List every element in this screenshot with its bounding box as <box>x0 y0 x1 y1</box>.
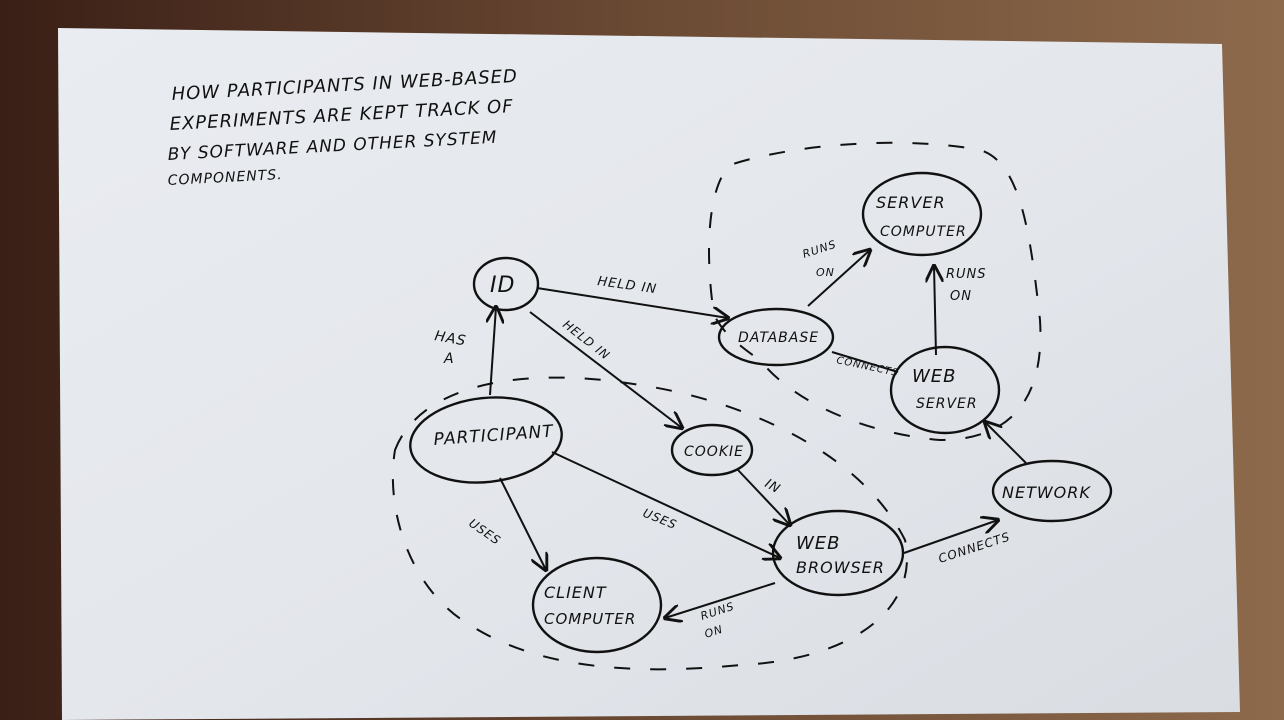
node-server-computer <box>861 171 983 257</box>
node-label-web-browser-1: WEB <box>796 533 841 554</box>
edge-browser-network <box>903 520 998 554</box>
node-label-web-server-1: WEB <box>912 366 957 387</box>
node-web-server <box>889 345 1001 435</box>
node-label-web-server-2: SERVER <box>916 396 978 412</box>
node-label-cookie: COOKIE <box>684 444 744 460</box>
edge-label-a: A <box>443 351 455 367</box>
edge-id-cookie <box>529 311 682 428</box>
node-label-web-browser-2: BROWSER <box>796 558 885 577</box>
node-label-id: ID <box>490 273 515 298</box>
node-participant <box>409 396 563 484</box>
paper-sheet <box>58 28 1240 720</box>
node-label-server-computer-2: COMPUTER <box>880 224 967 240</box>
edge-participant-browser <box>551 451 780 558</box>
edge-browser-client <box>665 582 776 618</box>
edges <box>490 250 1027 618</box>
node-label-client-computer-2: COMPUTER <box>544 610 636 628</box>
node-network <box>991 459 1113 523</box>
edge-label-in: IN <box>762 476 783 497</box>
edge-database-server-computer <box>807 250 870 307</box>
edge-participant-client <box>499 477 546 570</box>
edge-label-on-webserver: ON <box>950 289 972 304</box>
node-id <box>472 256 540 312</box>
node-client-computer <box>531 556 663 654</box>
nodes <box>409 171 1113 654</box>
node-database <box>717 307 835 367</box>
node-labels: ID PARTICIPANT COOKIE DATABASE SERVER CO… <box>433 193 1091 628</box>
edge-label-on-database: ON <box>816 266 835 279</box>
node-label-server-computer-1: SERVER <box>876 193 946 212</box>
edge-label-runs-webserver: RUNS <box>946 267 987 282</box>
edge-database-webserver <box>831 351 899 373</box>
node-web-browser <box>771 509 905 597</box>
server-side-group-boundary <box>708 141 1042 442</box>
edge-cookie-browser <box>737 469 790 525</box>
title-line-4: COMPONENTS. <box>167 167 283 189</box>
edge-id-database <box>536 287 728 318</box>
edge-webserver-server-computer <box>934 266 936 356</box>
node-label-network: NETWORK <box>1002 483 1091 502</box>
edge-participant-id <box>490 307 496 396</box>
client-side-group-boundary <box>391 376 908 671</box>
edge-label-has: HAS <box>433 328 467 349</box>
edge-network-webserver <box>985 422 1027 464</box>
node-label-client-computer-1: CLIENT <box>544 583 607 602</box>
edge-label-on-browser: ON <box>703 623 725 641</box>
node-label-database: DATABASE <box>738 330 819 346</box>
node-cookie <box>670 423 754 477</box>
